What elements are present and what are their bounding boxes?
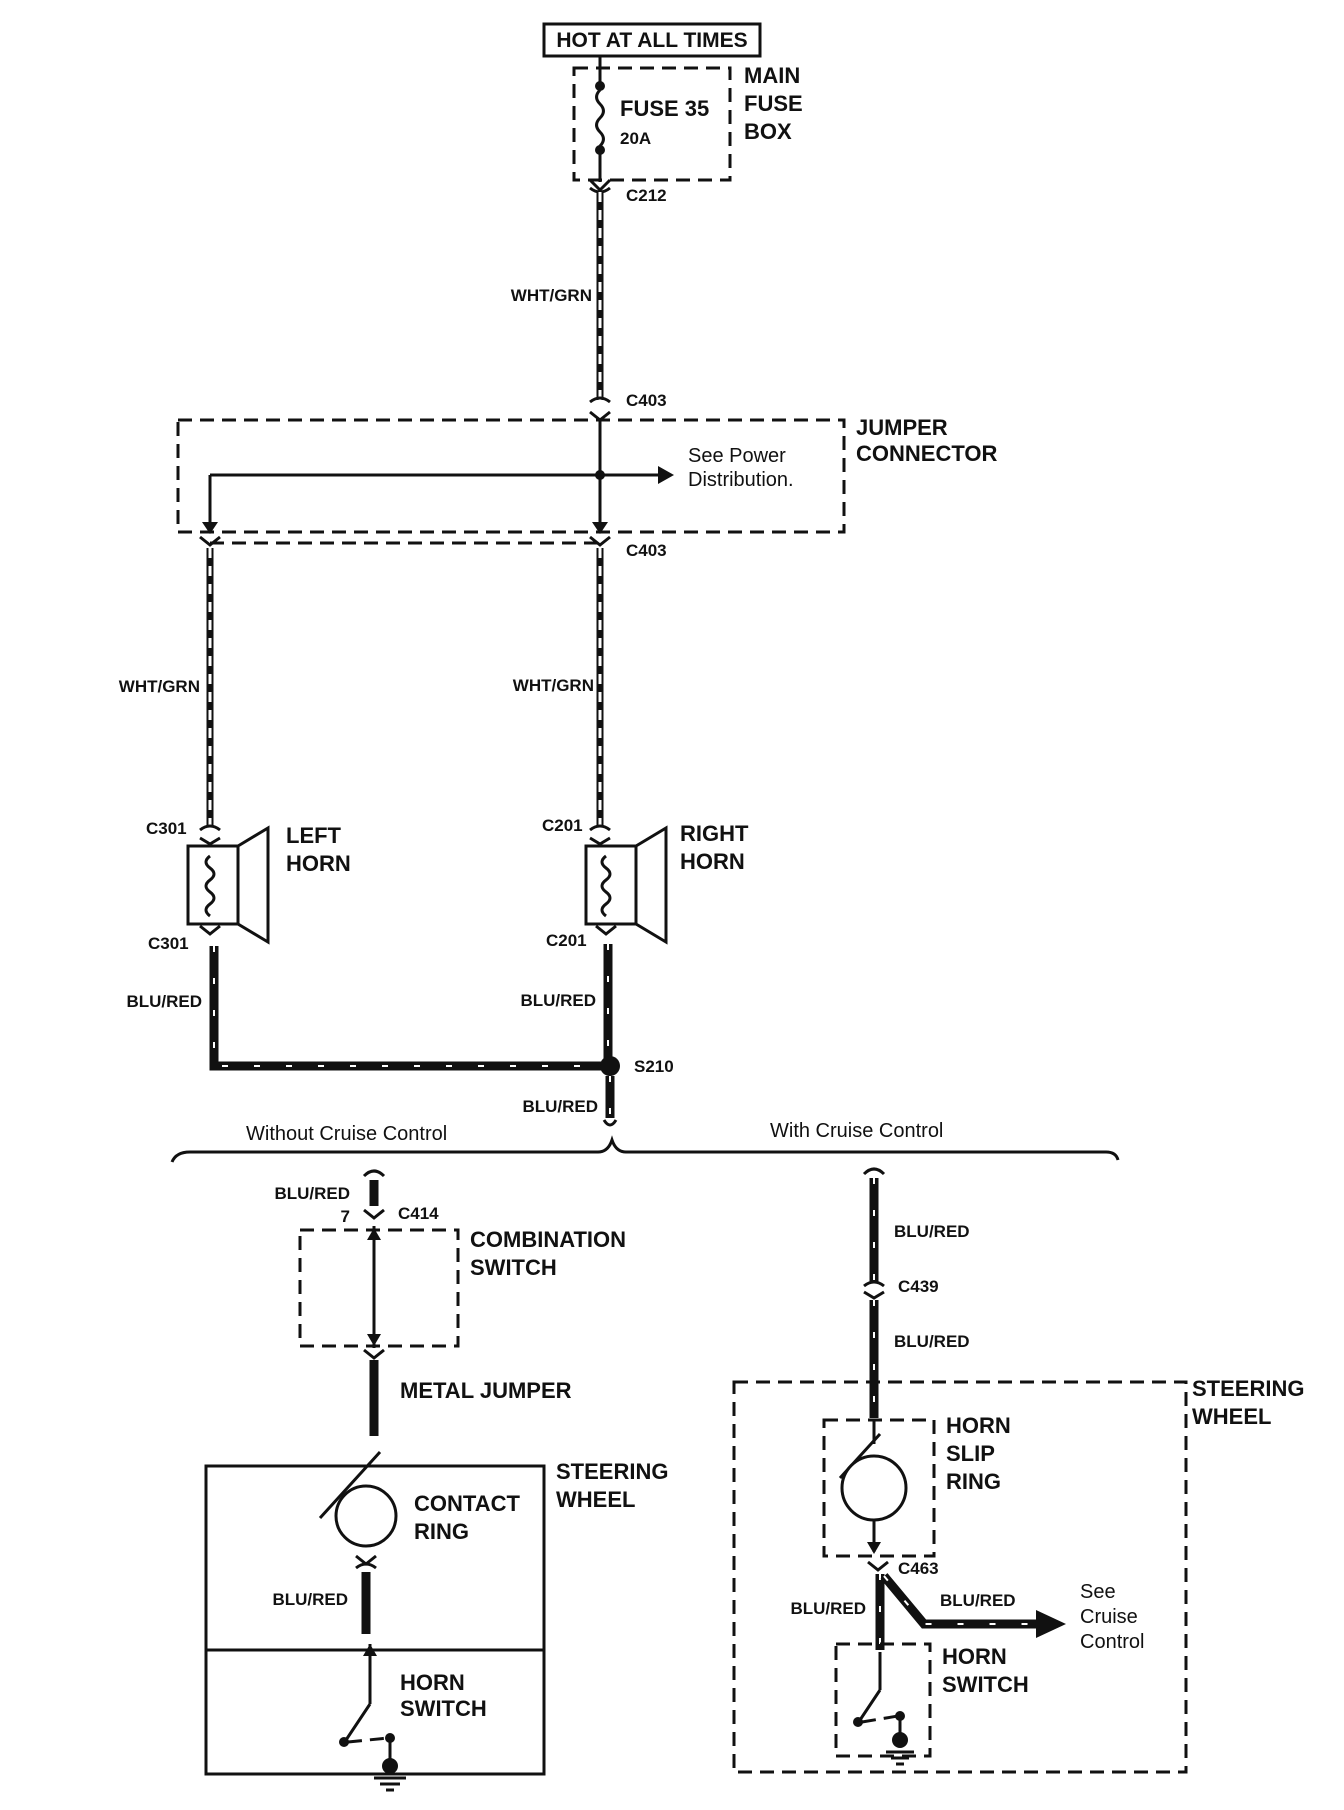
variant-with-cruise-label: With Cruise Control [770, 1120, 943, 1142]
variant-without-cruise-label: Without Cruise Control [246, 1123, 447, 1145]
steering-wheel-box-cruise [732, 1380, 1188, 1774]
contact-ring-symbol [334, 1484, 398, 1548]
wire-no-cruise-top-label: BLU/RED [274, 1184, 350, 1203]
splice-s210-dot [600, 1056, 620, 1076]
steering-wheel-no-cruise-label-2: WHEEL [556, 1487, 635, 1512]
left-horn-label-1: LEFT [286, 823, 342, 848]
ground-symbol-no-cruise [374, 1758, 406, 1792]
power-source-label: HOT AT ALL TIMES [556, 29, 747, 52]
main-fuse-box-label-1: MAIN [744, 63, 800, 88]
ground-symbol-cruise [886, 1732, 914, 1766]
connector-c212-symbol [588, 178, 612, 193]
horn-slip-ring-label-2: SLIP [946, 1441, 995, 1466]
connector-c301-bottom-label: C301 [148, 934, 189, 953]
combination-switch-box [298, 1228, 460, 1348]
metal-jumper-label: METAL JUMPER [400, 1378, 572, 1403]
combination-switch-label-1: COMBINATION [470, 1227, 626, 1252]
cruise-control-arrow [1036, 1610, 1066, 1638]
wire-left-ground-label: BLU/RED [126, 992, 202, 1011]
connector-c463-label: C463 [898, 1559, 939, 1578]
horn-slip-ring-label-3: RING [946, 1469, 1001, 1494]
fuse-terminal-top [595, 81, 605, 91]
power-source-box [542, 22, 762, 58]
fuse-name: FUSE 35 [620, 96, 709, 121]
variant-bracket [170, 1135, 1120, 1163]
left-horn-symbol [186, 825, 270, 945]
horn-switch-cruise-contact [853, 1717, 863, 1727]
wire-cruise-left-label: BLU/RED [790, 1599, 866, 1618]
jumper-connector-box [176, 418, 846, 534]
horn-switch-no-cruise-contact [339, 1737, 349, 1747]
steering-wheel-no-cruise-label-1: STEERING [556, 1459, 668, 1484]
jumper-connector-label-2: CONNECTOR [856, 441, 997, 466]
horn-switch-cruise-box [834, 1642, 932, 1758]
connector-c301-top-label: C301 [146, 819, 187, 838]
jumper-connector-label-1: JUMPER [856, 415, 948, 440]
combination-switch-label-2: SWITCH [470, 1255, 557, 1280]
wire-no-cruise-contact-label: BLU/RED [272, 1590, 348, 1609]
wire-s210-down-label: BLU/RED [522, 1097, 598, 1116]
contact-ring-label-2: RING [414, 1519, 469, 1544]
contact-ring-label-1: CONTACT [414, 1491, 520, 1516]
connector-c414-label: C414 [398, 1204, 439, 1223]
horn-switch-no-cruise-label-2: SWITCH [400, 1696, 487, 1721]
fuse-35-symbol [595, 88, 605, 148]
connector-c201-bottom-label: C201 [546, 931, 587, 950]
wire-cruise-mid-label: BLU/RED [894, 1332, 970, 1351]
steering-wheel-box-no-cruise [204, 1464, 546, 1776]
see-cruise-control-3[interactable]: Control [1080, 1631, 1144, 1653]
power-distribution-note-2[interactable]: Distribution. [688, 469, 794, 491]
wire-right-feed-label: WHT/GRN [513, 676, 594, 695]
jumper-junction-dot [595, 470, 605, 480]
horn-slip-ring-symbol [840, 1454, 908, 1522]
right-horn-label-1: RIGHT [680, 821, 749, 846]
see-cruise-control-1[interactable]: See [1080, 1581, 1116, 1603]
fuse-rating: 20A [620, 129, 651, 148]
splice-s210-label: S210 [634, 1057, 674, 1076]
power-distribution-note-1[interactable]: See Power [688, 445, 786, 467]
right-horn-symbol [584, 825, 668, 945]
horn-switch-cruise-label-2: SWITCH [942, 1672, 1029, 1697]
connector-c414-pin: 7 [341, 1207, 350, 1226]
connector-c403-top-label: C403 [626, 391, 667, 410]
horn-switch-cruise-label-1: HORN [942, 1644, 1007, 1669]
see-cruise-control-2[interactable]: Cruise [1080, 1606, 1138, 1628]
connector-c403-top-symbol [589, 396, 611, 404]
connector-c439-label: C439 [898, 1277, 939, 1296]
left-horn-label-2: HORN [286, 851, 351, 876]
main-fuse-box-label-2: FUSE [744, 91, 803, 116]
steering-wheel-cruise-label-2: WHEEL [1192, 1404, 1271, 1429]
wire-cruise-branch-label: BLU/RED [940, 1591, 1016, 1610]
connector-c201-top-label: C201 [542, 816, 583, 835]
horn-switch-no-cruise-label-1: HORN [400, 1670, 465, 1695]
wire-main-feed-label: WHT/GRN [511, 286, 592, 305]
main-fuse-box [572, 66, 732, 182]
horn-slip-ring-label-1: HORN [946, 1413, 1011, 1438]
horn-slip-ring-box [822, 1418, 936, 1558]
power-distribution-arrow [658, 466, 674, 484]
steering-wheel-cruise-label-1: STEERING [1192, 1376, 1304, 1401]
wire-right-ground-label: BLU/RED [520, 991, 596, 1010]
connector-c212-label: C212 [626, 186, 667, 205]
connector-c403-bottom-symbol [589, 535, 611, 547]
right-horn-label-2: HORN [680, 849, 745, 874]
connector-c403-bottom-label: C403 [626, 541, 667, 560]
wire-left-feed-label: WHT/GRN [119, 677, 200, 696]
wire-cruise-top-label: BLU/RED [894, 1222, 970, 1241]
main-fuse-box-label-3: BOX [744, 119, 792, 144]
